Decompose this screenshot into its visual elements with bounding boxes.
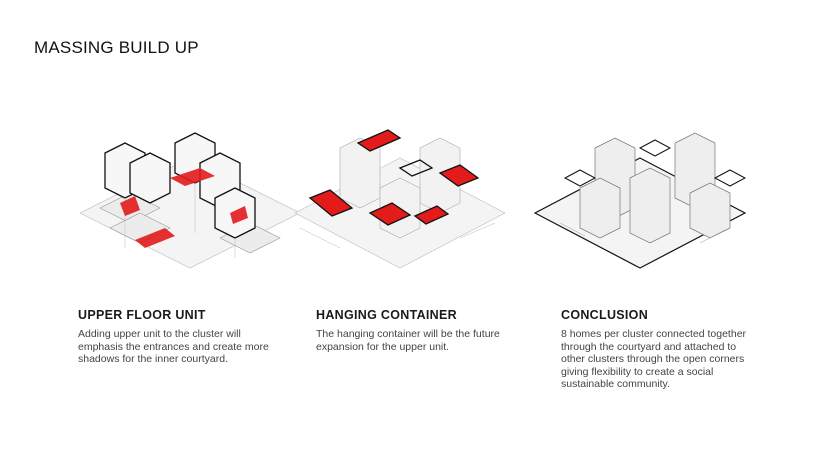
caption-heading: UPPER FLOOR UNIT [78,308,206,322]
caption-hanging-container: HANGING CONTAINER The hanging container … [316,308,516,353]
caption-body: Adding upper unit to the cluster will em… [78,328,269,365]
caption-conclusion: CONCLUSION 8 homes per cluster connected… [561,308,761,391]
caption-heading: HANGING CONTAINER [316,308,457,322]
massing-diagram-upper-floor-unit [70,118,310,288]
axonometric-massing-drawing [294,129,506,269]
caption-body: 8 homes per cluster connected together t… [561,328,747,390]
caption-upper-floor-unit: UPPER FLOOR UNIT Adding upper unit to th… [78,308,278,366]
axonometric-massing-drawing [533,132,747,269]
massing-diagram-hanging-container [280,118,520,288]
massing-diagram-conclusion [520,118,760,288]
axonometric-massing-drawing [79,132,301,269]
caption-body: The hanging container will be the future… [316,328,500,353]
page-title: MASSING BUILD UP [34,38,199,57]
caption-heading: CONCLUSION [561,308,649,322]
